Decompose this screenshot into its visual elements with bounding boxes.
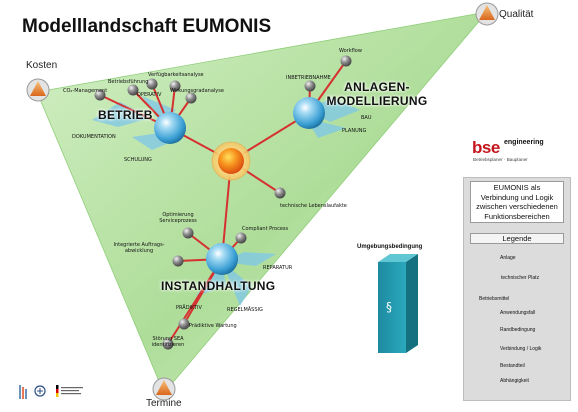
label-stoerung-line1: Störung SEA	[152, 336, 184, 342]
label-workflow: Workflow	[339, 48, 362, 54]
paragraph-symbol: §	[386, 300, 392, 314]
node-inbetriebnahme	[304, 80, 316, 92]
node-betriebsfuehrung	[127, 84, 139, 96]
betrieb-title: BETRIEB	[98, 108, 153, 122]
label-regelmaessig: REGELMÄSSIG	[227, 307, 263, 313]
hub-betrieb	[154, 112, 186, 144]
eumonis-description: EUMONIS als Verbindung und Logik zwische…	[470, 181, 564, 223]
randbedingung-termine-marker	[152, 377, 176, 401]
label-verfuegbarkeitsanalyse: Verfügbarkeitsanalyse	[148, 72, 204, 78]
node-lebenslaufakte	[274, 187, 286, 199]
desc-line-3: zwischen verschiedenen	[476, 202, 558, 211]
label-integrierte-line1: Integrierte Auftrags-	[113, 242, 165, 248]
label-planung: PLANUNG	[342, 128, 367, 134]
grey-nodes	[94, 55, 352, 350]
node-compliant-process	[235, 232, 247, 244]
kosten-label: Kosten	[26, 60, 58, 71]
qualitaet-label: Qualität	[499, 9, 534, 20]
label-integrierte-line2: abwicklung	[124, 248, 154, 254]
legend-technischer-platz-label: technischer Platz	[501, 275, 540, 281]
anlagen-title-line1: ANLAGEN-	[344, 80, 410, 94]
constraint-triangle	[36, 11, 489, 394]
label-betriebsfuehrung: Betriebsführung	[108, 79, 149, 85]
node-stoerung-sea	[162, 338, 174, 350]
hub-instandhaltung	[206, 243, 238, 275]
label-compliant-process: Compliant Process	[242, 226, 289, 232]
node-integrierte-auftragsabwicklung	[172, 255, 184, 267]
legend-bestandteil-label: Bestandteil	[500, 363, 525, 369]
umgebung-pillar	[378, 254, 418, 353]
label-integrierte-auftragsabwicklung: Integrierte Auftrags- abwicklung	[108, 242, 170, 254]
legend-anwendungsfall-label: Anwendungsfall	[500, 310, 536, 316]
node-praediktive-wartung	[178, 318, 190, 330]
legend-verbindung-label: Verbindung / Logik	[500, 346, 542, 352]
node-wirkungsgradanalyse	[169, 80, 181, 92]
desc-line-2: Verbindung und Logik	[480, 192, 554, 202]
termine-label: Termine	[146, 398, 182, 409]
label-inbetriebnahme: INBETRIEBNAHME	[286, 75, 331, 81]
desc-line-4: Funktionsbereichen	[484, 211, 550, 221]
legend-title: Legende	[470, 233, 564, 244]
eumonis-center-sphere	[211, 141, 251, 181]
anlagen-title-line2: MODELLIERUNG	[326, 94, 428, 108]
label-reparatur: REPARATUR	[263, 265, 293, 271]
umgebungsbedingung-label: Umgebungsbedingung	[357, 244, 423, 250]
node-workflow	[340, 55, 352, 67]
node-optimierung	[182, 227, 194, 239]
label-optimierung-line2: Serviceprozess	[159, 218, 197, 224]
label-dokumentation: DOKUMENTATION	[72, 134, 116, 140]
label-optimierung: Optimierung Serviceprozess	[148, 212, 208, 224]
bse-engineering-logo: bse engineering Betriebsplaner · Bauplan…	[472, 138, 572, 166]
node-co2-management	[94, 89, 106, 101]
sponsor-logo-1	[19, 385, 27, 399]
label-wirkungsgradanalyse: Wirkungsgradanalyse	[170, 88, 224, 94]
page-title: Modelllandschaft EUMONIS	[22, 16, 272, 37]
node-operativ	[185, 92, 197, 104]
legend-abhaengigkeit-label: Abhängigkeit	[500, 378, 529, 384]
logo-sup-text: engineering	[504, 139, 544, 146]
instandhaltung-title: INSTANDHALTUNG	[161, 279, 276, 293]
label-lebenslaufakte: technische Lebenslaufakte	[280, 203, 347, 209]
legend-anlage-label: Anlage	[500, 255, 516, 261]
label-optimierung-line1: Optimierung	[162, 212, 194, 218]
label-praediktiv: PRÄDIKTIV	[176, 305, 202, 311]
sponsor-logo-2	[34, 385, 46, 397]
label-stoerung-line2: identifizieren	[151, 342, 185, 348]
legend-randbedingung-label: Randbedingung	[500, 327, 536, 333]
desc-line-1: EUMONIS als	[493, 183, 541, 192]
label-schulung: SCHULUNG	[124, 157, 152, 163]
randbedingung-qualitaet-marker	[475, 2, 499, 26]
logo-main-text: bse	[472, 138, 500, 157]
node-verfuegbarkeitsanalyse	[146, 78, 158, 90]
sponsor-logo-3	[56, 385, 83, 397]
sponsor-logos	[19, 385, 83, 399]
legend-betriebsmittel-label: Betriebsmittel	[479, 296, 510, 302]
label-bau: BAU	[361, 115, 372, 121]
label-operativ: OPERATIV	[137, 92, 162, 98]
anlagen-title: ANLAGEN- MODELLIERUNG	[320, 80, 434, 108]
logo-sub-text: Betriebsplaner · Bauplaner	[473, 157, 528, 162]
hub-anlagenmodellierung	[293, 97, 325, 129]
label-praediktive-wartung: Prädiktive Wartung	[189, 323, 237, 329]
label-co2-management: CO₂-Management	[63, 88, 108, 94]
randbedingung-kosten-marker	[26, 78, 50, 102]
label-stoerung-sea: Störung SEA identifizieren	[138, 336, 198, 348]
